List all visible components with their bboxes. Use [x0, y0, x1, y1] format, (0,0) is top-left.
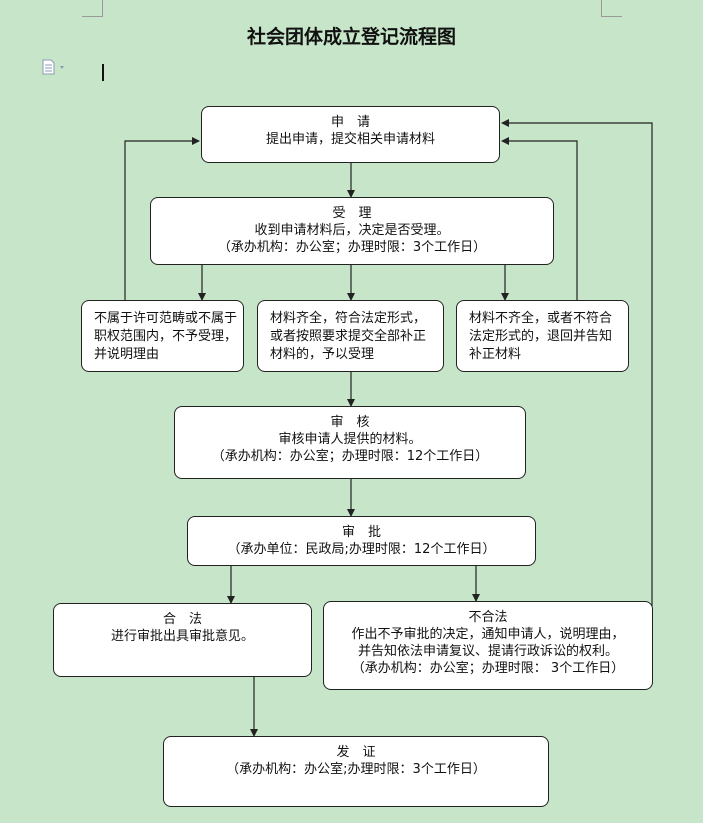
step-review-title: 审 核: [330, 415, 370, 430]
step-review-text: 审核申请人提供的材料。: [278, 432, 422, 447]
step-apply: 申 请 提出申请，提交相关申请材料: [201, 106, 500, 163]
step-apply-title: 申 请: [330, 115, 370, 130]
branch-complete: 材料齐全，符合法定形式，或者按照要求提交全部补正材料的，予以受理: [257, 300, 444, 372]
arrow-supplement-to-apply: [501, 137, 578, 300]
step-issue-title: 发 证: [336, 745, 376, 760]
text-cursor: [102, 64, 104, 81]
arrow-illegal-to-apply: [501, 119, 653, 606]
page-corner-mark: [82, 0, 103, 17]
page-title: 社会团体成立登记流程图: [246, 26, 456, 48]
outcome-illegal-text-2: 并告知依法申请复议、提请行政诉讼的权利。: [357, 644, 618, 659]
page-corner-mark: [601, 0, 622, 17]
outcome-illegal-note: （承办机构：办公室；办理时限： 3个工作日）: [351, 661, 625, 676]
step-approve: 审 批 （承办单位：民政局;办理时限：12个工作日）: [187, 516, 536, 566]
outcome-legal-text: 进行审批出具审批意见。: [110, 629, 254, 644]
step-review-note: （承办机构：办公室；办理时限：12个工作日）: [211, 449, 489, 464]
document-dropdown-icon[interactable]: [41, 59, 67, 75]
branch-reject: 不属于许可范畴或不属于职权范围内，不予受理，并说明理由: [81, 300, 244, 372]
branch-supplement: 材料不齐全，或者不符合法定形式的，退回并告知补正材料: [456, 300, 629, 372]
outcome-legal: 合 法 进行审批出具审批意见。: [53, 603, 312, 677]
step-apply-text: 提出申请，提交相关申请材料: [265, 132, 435, 147]
branch-complete-text: 材料齐全，符合法定形式，或者按照要求提交全部补正材料的，予以受理: [270, 311, 427, 362]
step-issue: 发 证 （承办机构：办公室;办理时限：3个工作日）: [163, 736, 549, 807]
step-issue-note: （承办机构：办公室;办理时限：3个工作日）: [226, 762, 486, 777]
step-approve-note: （承办单位：民政局;办理时限：12个工作日）: [227, 542, 496, 557]
step-accept-text: 收到申请材料后，决定是否受理。: [254, 223, 450, 238]
branch-reject-text: 不属于许可范畴或不属于职权范围内，不予受理，并说明理由: [94, 311, 238, 362]
step-review: 审 核 审核申请人提供的材料。 （承办机构：办公室；办理时限：12个工作日）: [174, 406, 526, 479]
step-approve-title: 审 批: [341, 525, 381, 540]
outcome-illegal: 不合法 作出不予审批的决定，通知申请人，说明理由， 并告知依法申请复议、提请行政…: [323, 601, 653, 690]
branch-supplement-text: 材料不齐全，或者不符合法定形式的，退回并告知补正材料: [469, 311, 613, 362]
outcome-illegal-text-1: 作出不予审批的决定，通知申请人，说明理由，: [351, 627, 625, 642]
step-accept-title: 受 理: [332, 206, 372, 221]
outcome-illegal-title: 不合法: [468, 610, 508, 625]
outcome-legal-title: 合 法: [162, 612, 202, 627]
arrow-reject-to-apply: [124, 137, 200, 300]
step-accept: 受 理 收到申请材料后，决定是否受理。 （承办机构：办公室；办理时限：3个工作日…: [150, 197, 554, 265]
step-accept-note: （承办机构：办公室；办理时限：3个工作日）: [217, 240, 487, 255]
